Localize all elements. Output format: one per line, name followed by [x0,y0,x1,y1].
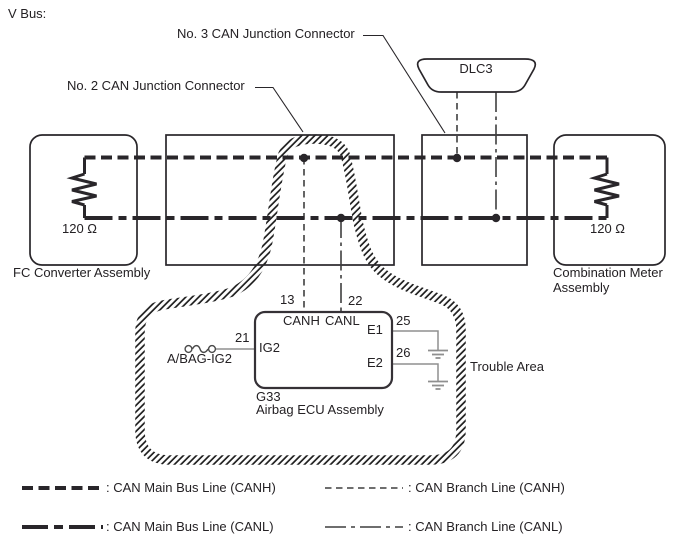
dlc3-connector-shape [416,58,537,93]
no2-connector-label: No. 2 CAN Junction Connector [67,78,245,93]
trouble-area-label: Trouble Area [470,359,544,374]
terminal-e2-label: E2 [367,355,383,370]
v-bus-title: V Bus: [8,6,47,21]
legend-main-canl-label: : CAN Main Bus Line (CANL) [106,519,274,534]
abag-ig2-fuse-label: A/BAG-IG2 [167,351,233,366]
junction-dot-no2-canh [299,153,309,163]
terminal-ig2-label: IG2 [259,340,280,355]
no2-junction-connector-box [165,134,395,266]
fc-converter-name: FC Converter Assembly [13,265,151,280]
legend-branch-canl-label: : CAN Branch Line (CANL) [408,519,563,534]
pin-21-label: 21 [235,330,250,345]
terminal-e1-label: E1 [367,322,383,337]
pin-26-label: 26 [396,345,411,360]
terminal-canh-label: CANH [283,313,320,328]
pin-25-label: 25 [396,313,411,328]
resistor-left-value: 120 Ω [62,221,98,236]
terminating-resistor-right [588,157,620,218]
pin-22-label: 22 [348,293,363,308]
combination-meter-name-line1: Combination Meter [553,265,663,280]
no3-connector-label: No. 3 CAN Junction Connector [177,26,355,41]
terminating-resistor-left [66,157,97,218]
combination-meter-name: Combination Meter Assembly [553,265,663,296]
no3-label-leader-line [363,34,446,134]
junction-dot-no3-canh [452,153,462,163]
junction-dot-no3-canl [491,213,501,223]
airbag-ecu-name: Airbag ECU Assembly [256,402,384,417]
combination-meter-box [553,134,666,266]
legend-branch-canh-label: : CAN Branch Line (CANH) [408,480,565,495]
ecu-connector-code: G33 [256,389,281,404]
e1-ground-wire [392,330,448,359]
airbag-ecu-box [253,310,394,390]
pin-13-label: 13 [280,292,295,307]
no2-label-leader-line [255,86,304,133]
resistor-right-value: 120 Ω [590,221,626,236]
combination-meter-name-line2: Assembly [553,279,610,295]
fc-converter-box [29,134,138,266]
junction-dot-no2-canl [336,213,346,223]
trouble-area-outline [135,134,466,465]
terminal-canl-label: CANL [325,313,360,328]
fuse-symbol [184,344,217,354]
e2-ground-wire [392,363,448,390]
dlc3-label: DLC3 [459,61,493,76]
legend-main-canh-label: : CAN Main Bus Line (CANH) [106,480,276,495]
no3-junction-connector-box [421,134,528,266]
